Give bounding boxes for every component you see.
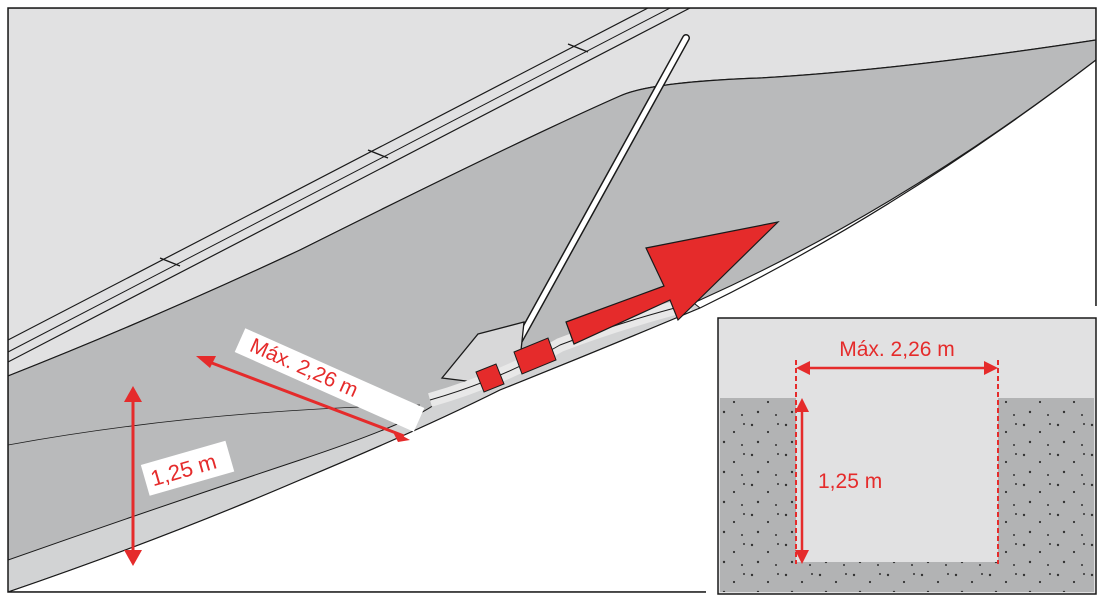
inset-width-dimension: Máx. 2,26 m	[796, 338, 998, 375]
inset-cross-section: Máx. 2,26 m 1,25 m	[706, 306, 1098, 598]
main-depth-dimension: 1,25 m	[124, 386, 235, 566]
inset-depth-dimension: 1,25 m	[795, 398, 882, 564]
excavator-block	[475, 337, 557, 393]
direction-arrow-icon	[565, 221, 780, 345]
inset-depth-label: 1,25 m	[818, 470, 882, 493]
curb	[8, 8, 691, 363]
inset-width-label: Máx. 2,26 m	[839, 338, 955, 361]
